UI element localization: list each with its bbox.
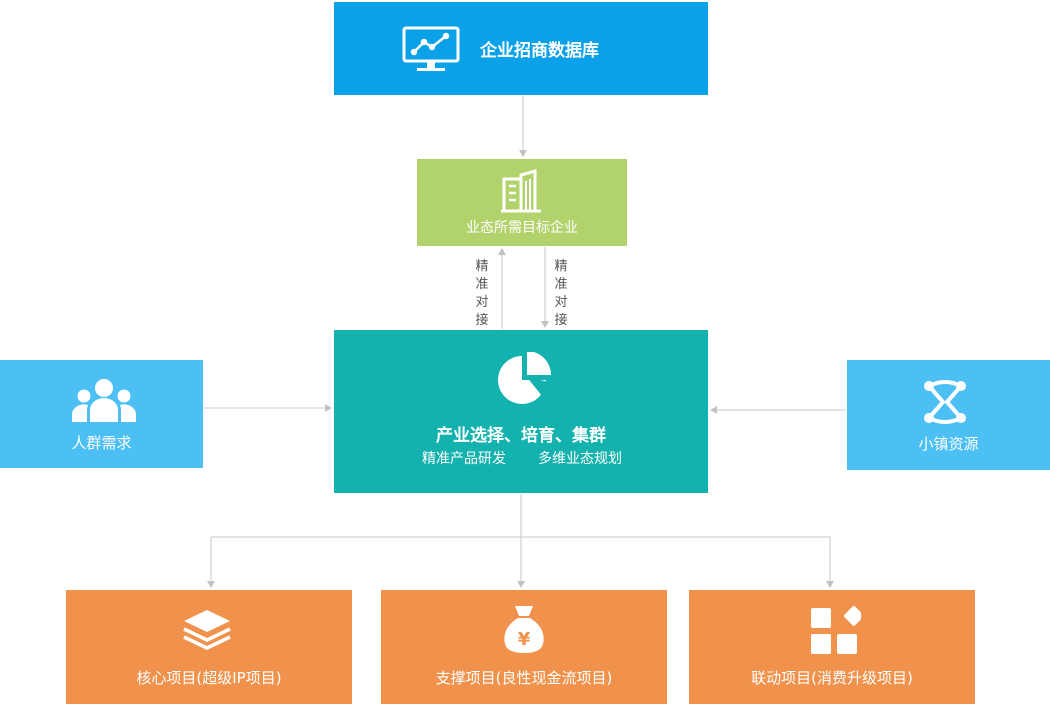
svg-text:¥: ¥ [518,629,531,650]
town-resources-label: 小镇资源 [918,435,979,453]
connector-label-left: 精 准 对 接 [475,259,489,328]
layers-icon [183,610,231,650]
blocks-icon [811,606,861,654]
building-icon [501,169,541,213]
target-enterprise-label: 业态所需目标企业 [466,220,578,236]
support-project-box: ¥ 支撑项目(良性现金流项目) [381,590,667,704]
town-resources-box: 小镇资源 [847,360,1050,470]
target-enterprise-box: 业态所需目标企业 [417,159,627,246]
core-project-label: 核心项目(超级IP项目) [136,669,282,687]
money-bag-icon: ¥ [504,606,544,653]
pie-chart-icon [498,352,551,404]
population-demand-box: 人群需求 [0,360,203,468]
industry-center-subtitle-left: 精准产品研发 [422,451,506,467]
people-group-icon [72,379,136,422]
support-project-label: 支撑项目(良性现金流项目) [435,669,613,687]
core-project-box: 核心项目(超级IP项目) [66,590,352,704]
linkage-project-box: 联动项目(消费升级项目) [689,590,975,704]
enterprise-database-label: 企业招商数据库 [480,41,599,61]
population-demand-label: 人群需求 [71,434,132,452]
industry-center-box: 产业选择、培育、集群 精准产品研发 多维业态规划 [334,330,708,493]
connector-label-right: 精 准 对 接 [554,259,568,328]
monitor-chart-icon [402,26,460,71]
linkage-project-label: 联动项目(消费升级项目) [751,669,913,687]
industry-center-title: 产业选择、培育、集群 [436,426,606,446]
network-icon [924,380,966,424]
industry-center-subtitle-right: 多维业态规划 [538,451,622,467]
enterprise-database-box: 企业招商数据库 [334,2,708,95]
